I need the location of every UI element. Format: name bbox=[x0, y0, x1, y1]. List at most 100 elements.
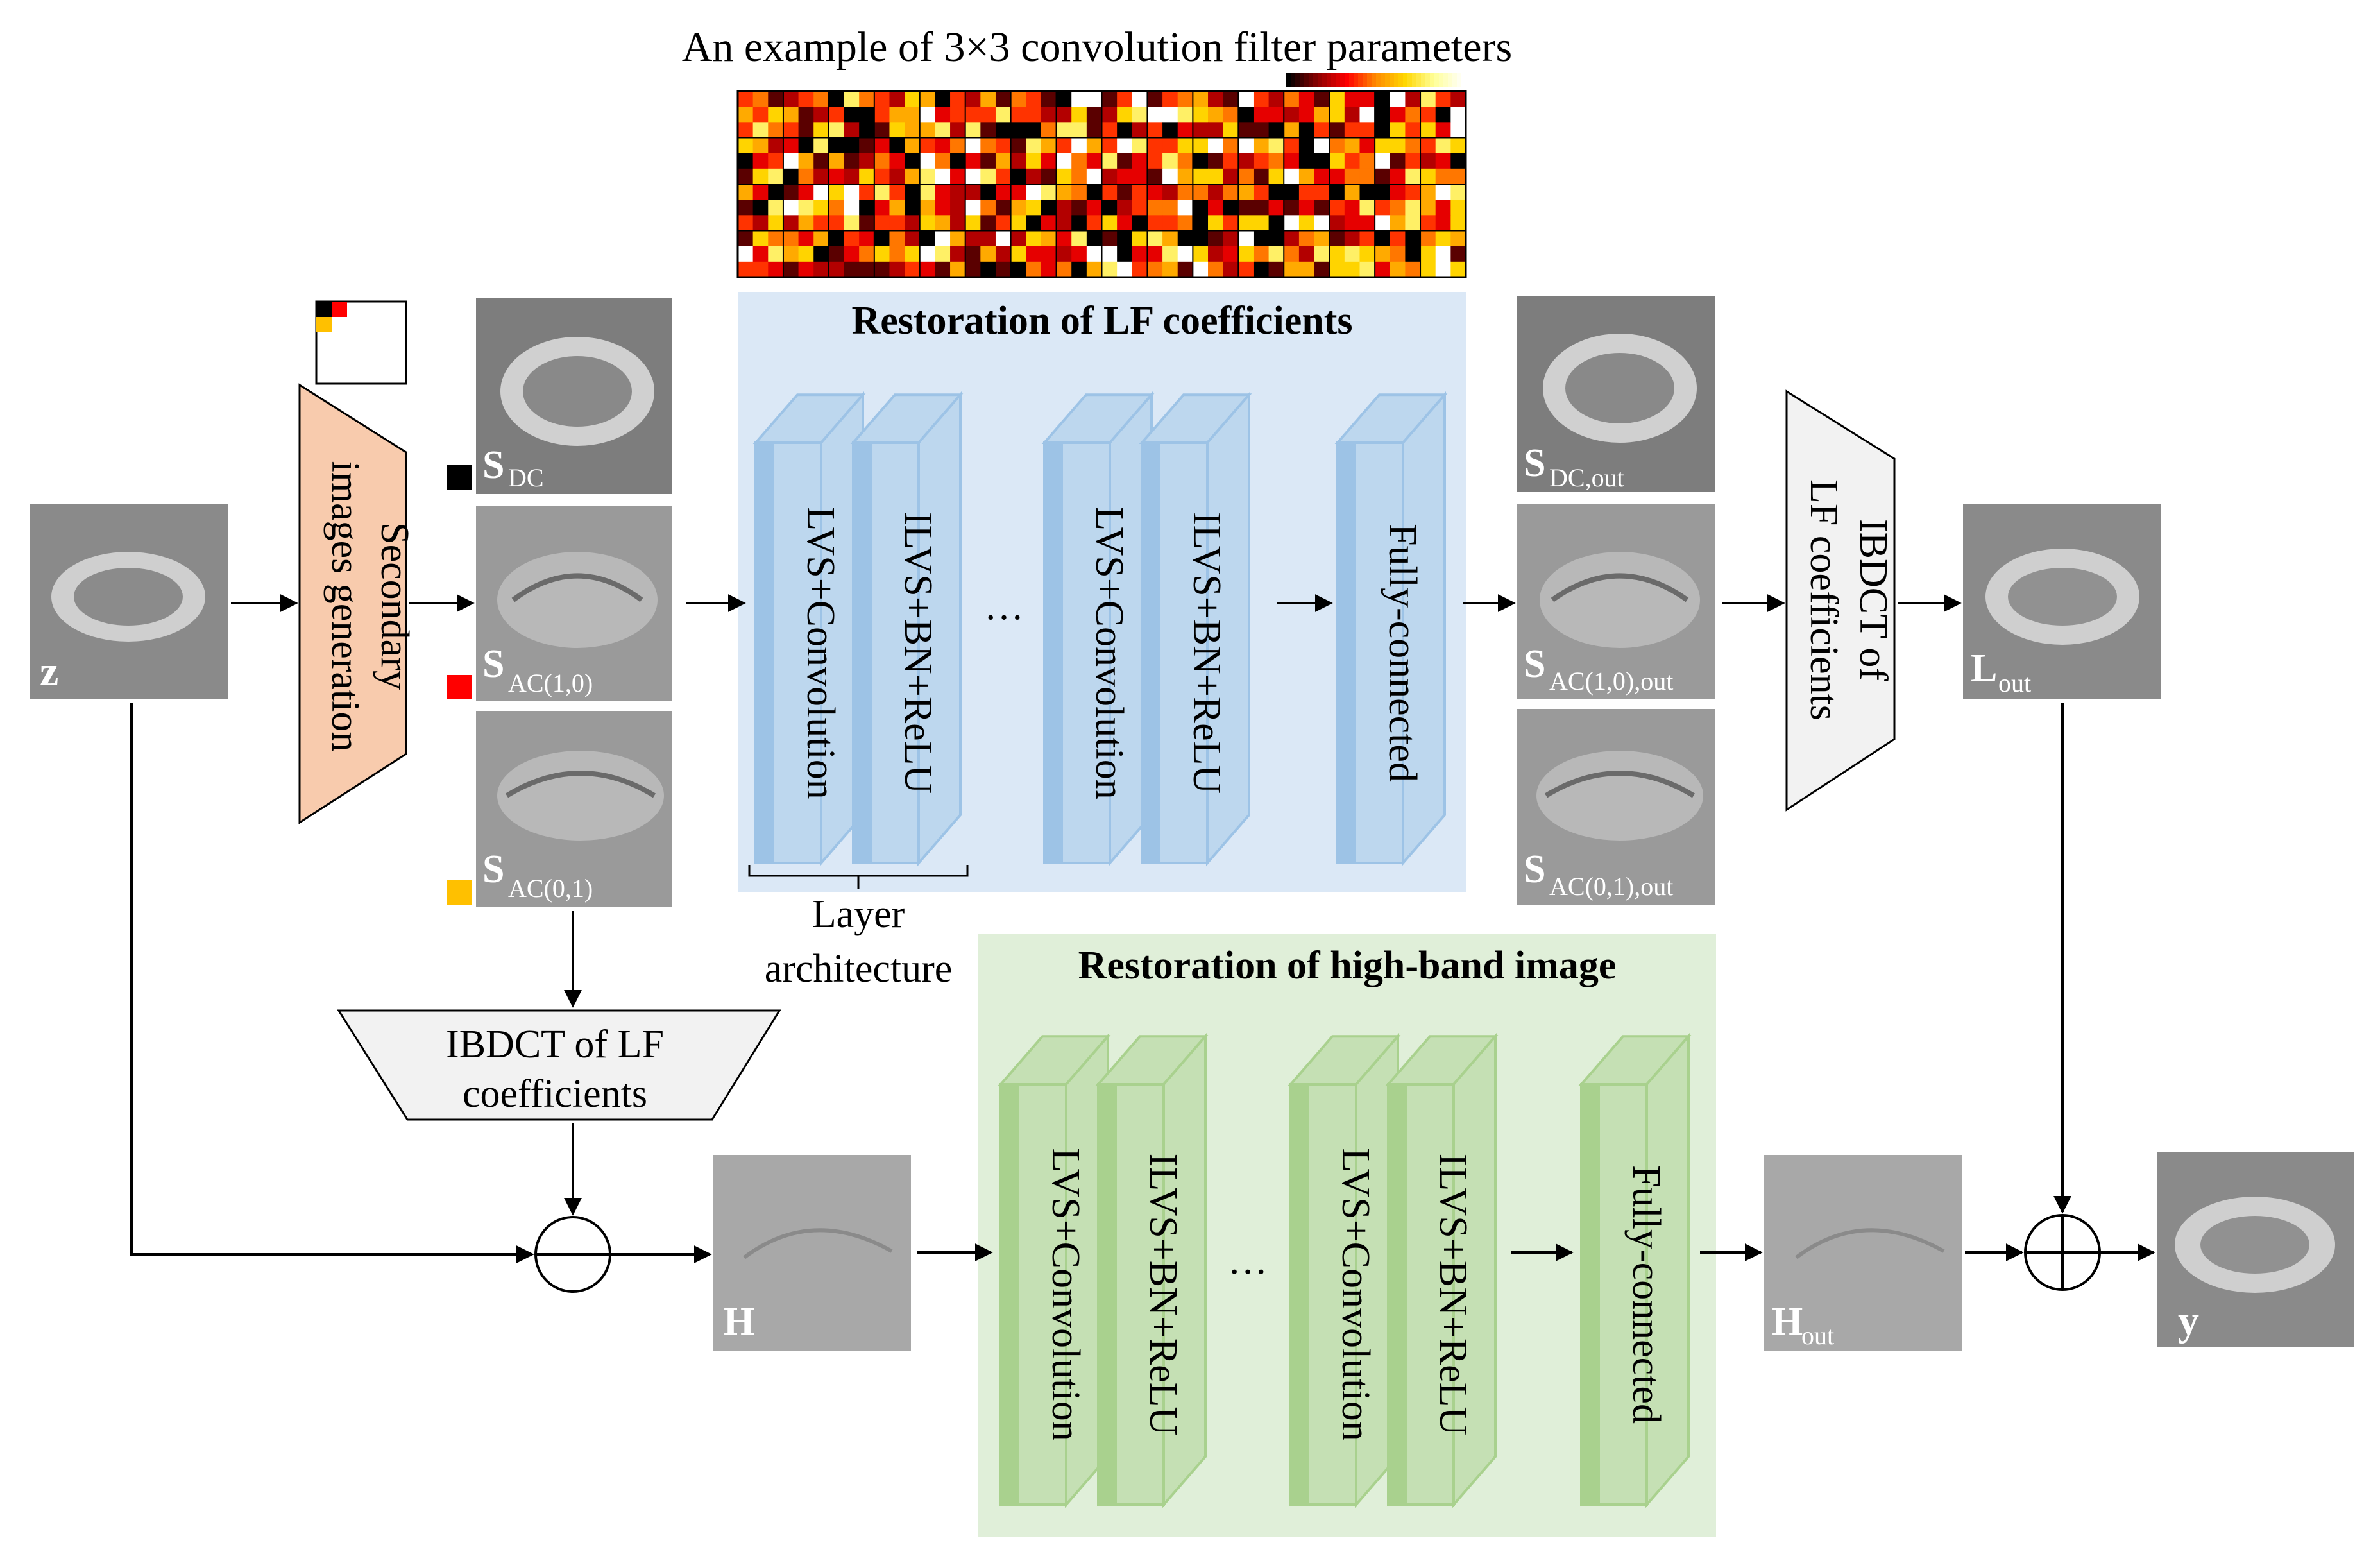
heatmap-cell bbox=[768, 137, 784, 154]
heatmap-cell bbox=[1223, 261, 1239, 278]
colorbar-step bbox=[1354, 73, 1359, 87]
hb-block-4-label: Fully-connected bbox=[1624, 1165, 1668, 1424]
heatmap-cell bbox=[1071, 137, 1087, 154]
heatmap-cell bbox=[965, 200, 981, 216]
heatmap-cell bbox=[905, 215, 921, 231]
image-s-ac10: S AC(1,0) bbox=[476, 506, 672, 701]
heatmap-cell bbox=[1329, 230, 1345, 247]
heatmap-cell bbox=[965, 246, 981, 262]
heatmap-cell bbox=[905, 230, 921, 247]
lf-block-0-edge bbox=[756, 443, 774, 863]
heatmap-cell bbox=[1117, 122, 1133, 138]
heatmap-cell bbox=[828, 261, 845, 278]
colorbar-step bbox=[1336, 73, 1341, 87]
heatmap-cell bbox=[1284, 107, 1300, 123]
heatmap-cell bbox=[980, 153, 996, 169]
heatmap-cell bbox=[828, 168, 845, 185]
heatmap-cell bbox=[1420, 91, 1436, 107]
heatmap-cell bbox=[1420, 184, 1436, 200]
heatmap-cell bbox=[1420, 215, 1436, 231]
heatmap-cell bbox=[919, 107, 935, 123]
colorbar-step bbox=[1286, 73, 1291, 87]
heatmap-cell bbox=[798, 261, 814, 278]
heatmap-cell bbox=[752, 122, 769, 138]
heatmap-cell bbox=[889, 122, 905, 138]
colorbar-step bbox=[1448, 73, 1453, 87]
heatmap-cell bbox=[1450, 215, 1466, 231]
heatmap-cell bbox=[965, 261, 981, 278]
ac01-marker bbox=[447, 880, 472, 905]
heatmap-cell bbox=[1253, 200, 1270, 216]
heatmap-cell bbox=[1329, 153, 1345, 169]
heatmap-cell bbox=[783, 137, 799, 154]
heatmap-cell bbox=[798, 200, 814, 216]
heatmap-cell bbox=[844, 122, 860, 138]
heatmap-cell bbox=[1359, 184, 1375, 200]
heatmap-cell bbox=[1010, 200, 1026, 216]
hb-block-1-edge bbox=[1098, 1084, 1117, 1505]
heatmap-cell bbox=[1284, 230, 1300, 247]
heatmap-cell bbox=[813, 230, 829, 247]
heatmap-cell bbox=[1405, 91, 1421, 107]
heatmap-cell bbox=[752, 91, 769, 107]
heatmap-cell bbox=[874, 215, 890, 231]
heatmap-cell bbox=[752, 184, 769, 200]
colorbar-step bbox=[1358, 73, 1363, 87]
colorbar-step bbox=[1385, 73, 1390, 87]
heatmap-cell bbox=[874, 246, 890, 262]
heatmap-cell bbox=[1026, 122, 1042, 138]
heatmap-cell bbox=[1405, 184, 1421, 200]
heatmap-cell bbox=[1450, 200, 1466, 216]
heatmap-cell bbox=[1086, 153, 1102, 169]
heatmap-cell bbox=[1420, 261, 1436, 278]
image-s-dc-out: S DC,out bbox=[1517, 296, 1715, 492]
heatmap-cell bbox=[813, 184, 829, 200]
heatmap-cell bbox=[1010, 215, 1026, 231]
hb-block-1-label: ILVS+BN+ReLU bbox=[1141, 1154, 1185, 1436]
heatmap-cell bbox=[1101, 184, 1118, 200]
heatmap-cell bbox=[995, 261, 1012, 278]
layer-arch-line2: architecture bbox=[765, 947, 953, 991]
heatmap-cell bbox=[1284, 184, 1300, 200]
heatmap-cell bbox=[1329, 261, 1345, 278]
heatmap-cell bbox=[1435, 107, 1451, 123]
heatmap-cell bbox=[874, 261, 890, 278]
heatmap-cell bbox=[1238, 168, 1254, 185]
heatmap-cell bbox=[1071, 230, 1087, 247]
heatmap-cell bbox=[1344, 261, 1360, 278]
colorbar-step bbox=[1430, 73, 1435, 87]
heatmap-cell bbox=[1223, 153, 1239, 169]
colorbar-step bbox=[1367, 73, 1372, 87]
heatmap-cell bbox=[1056, 200, 1072, 216]
heatmap-cell bbox=[1375, 107, 1391, 123]
heatmap-cell bbox=[1071, 184, 1087, 200]
heatmap-cell bbox=[1147, 200, 1163, 216]
heatmap-cell bbox=[919, 137, 935, 154]
heatmap-cell bbox=[738, 137, 754, 154]
heatmap-frame bbox=[736, 90, 1467, 278]
heatmap-cell bbox=[1056, 107, 1072, 123]
heatmap-cell bbox=[980, 261, 996, 278]
heatmap-cell bbox=[1435, 200, 1451, 216]
heatmap-cell bbox=[1101, 91, 1118, 107]
heatmap-colorbar bbox=[1286, 73, 1466, 87]
heatmap-cell bbox=[1329, 246, 1345, 262]
s-dc-main: S bbox=[482, 443, 504, 487]
heatmap-cell bbox=[1268, 137, 1284, 154]
image-s-dc: S DC bbox=[476, 298, 672, 494]
heatmap-cell bbox=[1359, 261, 1375, 278]
colorbar-step bbox=[1376, 73, 1381, 87]
heatmap-cell bbox=[1435, 91, 1451, 107]
heatmap-cell bbox=[1193, 122, 1209, 138]
heatmap-cell bbox=[1405, 153, 1421, 169]
heatmap-cell bbox=[980, 200, 996, 216]
heatmap-cell bbox=[935, 107, 951, 123]
heatmap-cell bbox=[995, 200, 1012, 216]
heatmap-cell bbox=[1268, 246, 1284, 262]
heatmap-cell bbox=[1147, 107, 1163, 123]
heatmap-cell bbox=[1314, 200, 1330, 216]
heatmap-cell bbox=[738, 153, 754, 169]
hb-block-1: ILVS+BN+ReLU bbox=[1095, 1032, 1209, 1508]
heatmap-cell bbox=[768, 246, 784, 262]
heatmap-cell bbox=[1010, 230, 1026, 247]
